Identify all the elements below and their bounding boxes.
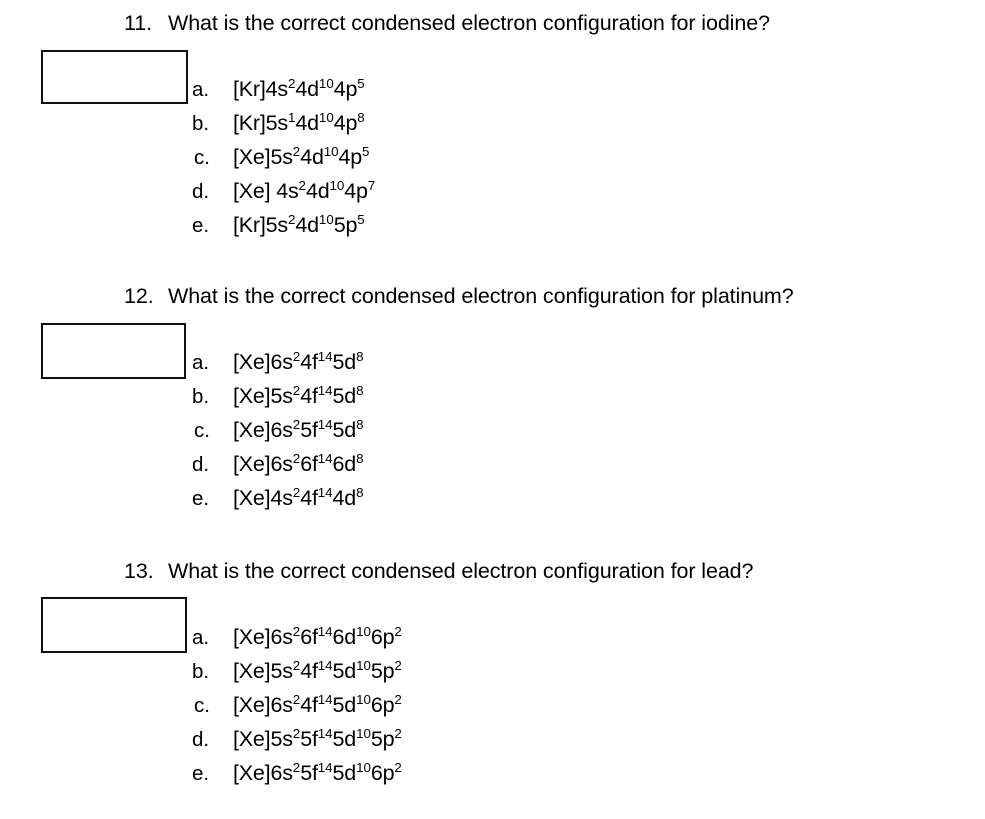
option-row[interactable]: d. [Xe]6s26f146d8 (0, 447, 985, 481)
option-row[interactable]: a. [Xe]6s24f145d8 (0, 345, 985, 379)
question-heading: 13. What is the correct condensed electro… (124, 556, 985, 586)
option-row[interactable]: b. [Xe]5s24f145d8 (0, 379, 985, 413)
question-heading: 12. What is the correct condensed electro… (124, 281, 985, 311)
option-letter: c. (194, 146, 210, 169)
option-row[interactable]: d. [Xe] 4s24d104p7 (0, 174, 985, 208)
option-text: [Xe]6s26f146d8 (233, 450, 364, 476)
option-text: [Xe] 4s24d104p7 (233, 177, 376, 203)
question-number: 11. (124, 11, 152, 35)
option-row[interactable]: b. [Xe]5s24f145d105p2 (0, 654, 985, 688)
option-text: [Xe]6s26f146d106p2 (233, 623, 402, 649)
option-letter: b. (192, 112, 210, 135)
option-letter: e. (192, 487, 210, 510)
option-letter: d. (192, 453, 210, 476)
option-text: [Xe]5s25f145d105p2 (233, 725, 402, 751)
question-text: What is the correct condensed electron c… (168, 11, 770, 35)
option-letter: b. (192, 660, 210, 683)
option-letter: d. (192, 180, 210, 203)
option-row[interactable]: e. [Xe]4s24f144d8 (0, 481, 985, 515)
option-row[interactable]: d. [Xe]5s25f145d105p2 (0, 722, 985, 756)
answer-input-box[interactable] (41, 323, 186, 379)
option-text: [Xe]4s24f144d8 (233, 484, 364, 510)
option-letter: e. (192, 214, 210, 237)
option-row[interactable]: a. [Kr]4s24d104p5 (0, 72, 985, 106)
option-row[interactable]: e. [Xe]6s25f145d106p2 (0, 756, 985, 790)
option-text: [Xe]5s24f145d8 (233, 382, 364, 408)
option-text: [Xe]5s24f145d105p2 (233, 657, 402, 683)
question-number: 12. (124, 284, 154, 308)
option-text: [Kr]4s24d104p5 (233, 75, 365, 101)
option-text: [Xe]5s24d104p5 (233, 143, 370, 169)
option-letter: d. (192, 728, 210, 751)
option-text: [Kr]5s24d105p5 (233, 211, 365, 237)
question-block: 12. What is the correct condensed electro… (0, 281, 985, 515)
question-text: What is the correct condensed electron c… (168, 559, 754, 583)
option-row[interactable]: c. [Xe]6s24f145d106p2 (0, 688, 985, 722)
question-number: 13. (124, 559, 154, 583)
option-list: a. [Xe]6s24f145d8 b. [Xe]5s24f145d8 c. [Xe]… (0, 311, 985, 515)
option-row[interactable]: b. [Kr]5s14d104p8 (0, 106, 985, 140)
option-list: a. [Kr]4s24d104p5 b. [Kr]5s14d104p8 c. [Xe]… (0, 38, 985, 242)
answer-input-box[interactable] (41, 597, 187, 653)
option-row[interactable]: e. [Kr]5s24d105p5 (0, 208, 985, 242)
option-letter: e. (192, 762, 210, 785)
option-letter: a. (192, 351, 210, 374)
option-text: [Xe]6s24f145d8 (233, 348, 364, 374)
option-letter: c. (194, 419, 210, 442)
option-text: [Xe]6s24f145d106p2 (233, 691, 402, 717)
option-text: [Kr]5s14d104p8 (233, 109, 365, 135)
option-list: a. [Xe]6s26f146d106p2 b. [Xe]5s24f145d105p… (0, 586, 985, 790)
option-row[interactable]: c. [Xe]6s25f145d8 (0, 413, 985, 447)
option-row[interactable]: c. [Xe]5s24d104p5 (0, 140, 985, 174)
question-block: 11. What is the correct condensed electro… (0, 8, 985, 242)
question-heading: 11. What is the correct condensed electro… (124, 8, 985, 38)
option-letter: b. (192, 385, 210, 408)
question-block: 13. What is the correct condensed electro… (0, 556, 985, 790)
option-text: [Xe]6s25f145d106p2 (233, 759, 402, 785)
option-row[interactable]: a. [Xe]6s26f146d106p2 (0, 620, 985, 654)
option-letter: c. (194, 694, 210, 717)
question-text: What is the correct condensed electron c… (168, 284, 794, 308)
option-letter: a. (192, 626, 210, 649)
option-text: [Xe]6s25f145d8 (233, 416, 364, 442)
option-letter: a. (192, 78, 210, 101)
answer-input-box[interactable] (41, 50, 188, 104)
